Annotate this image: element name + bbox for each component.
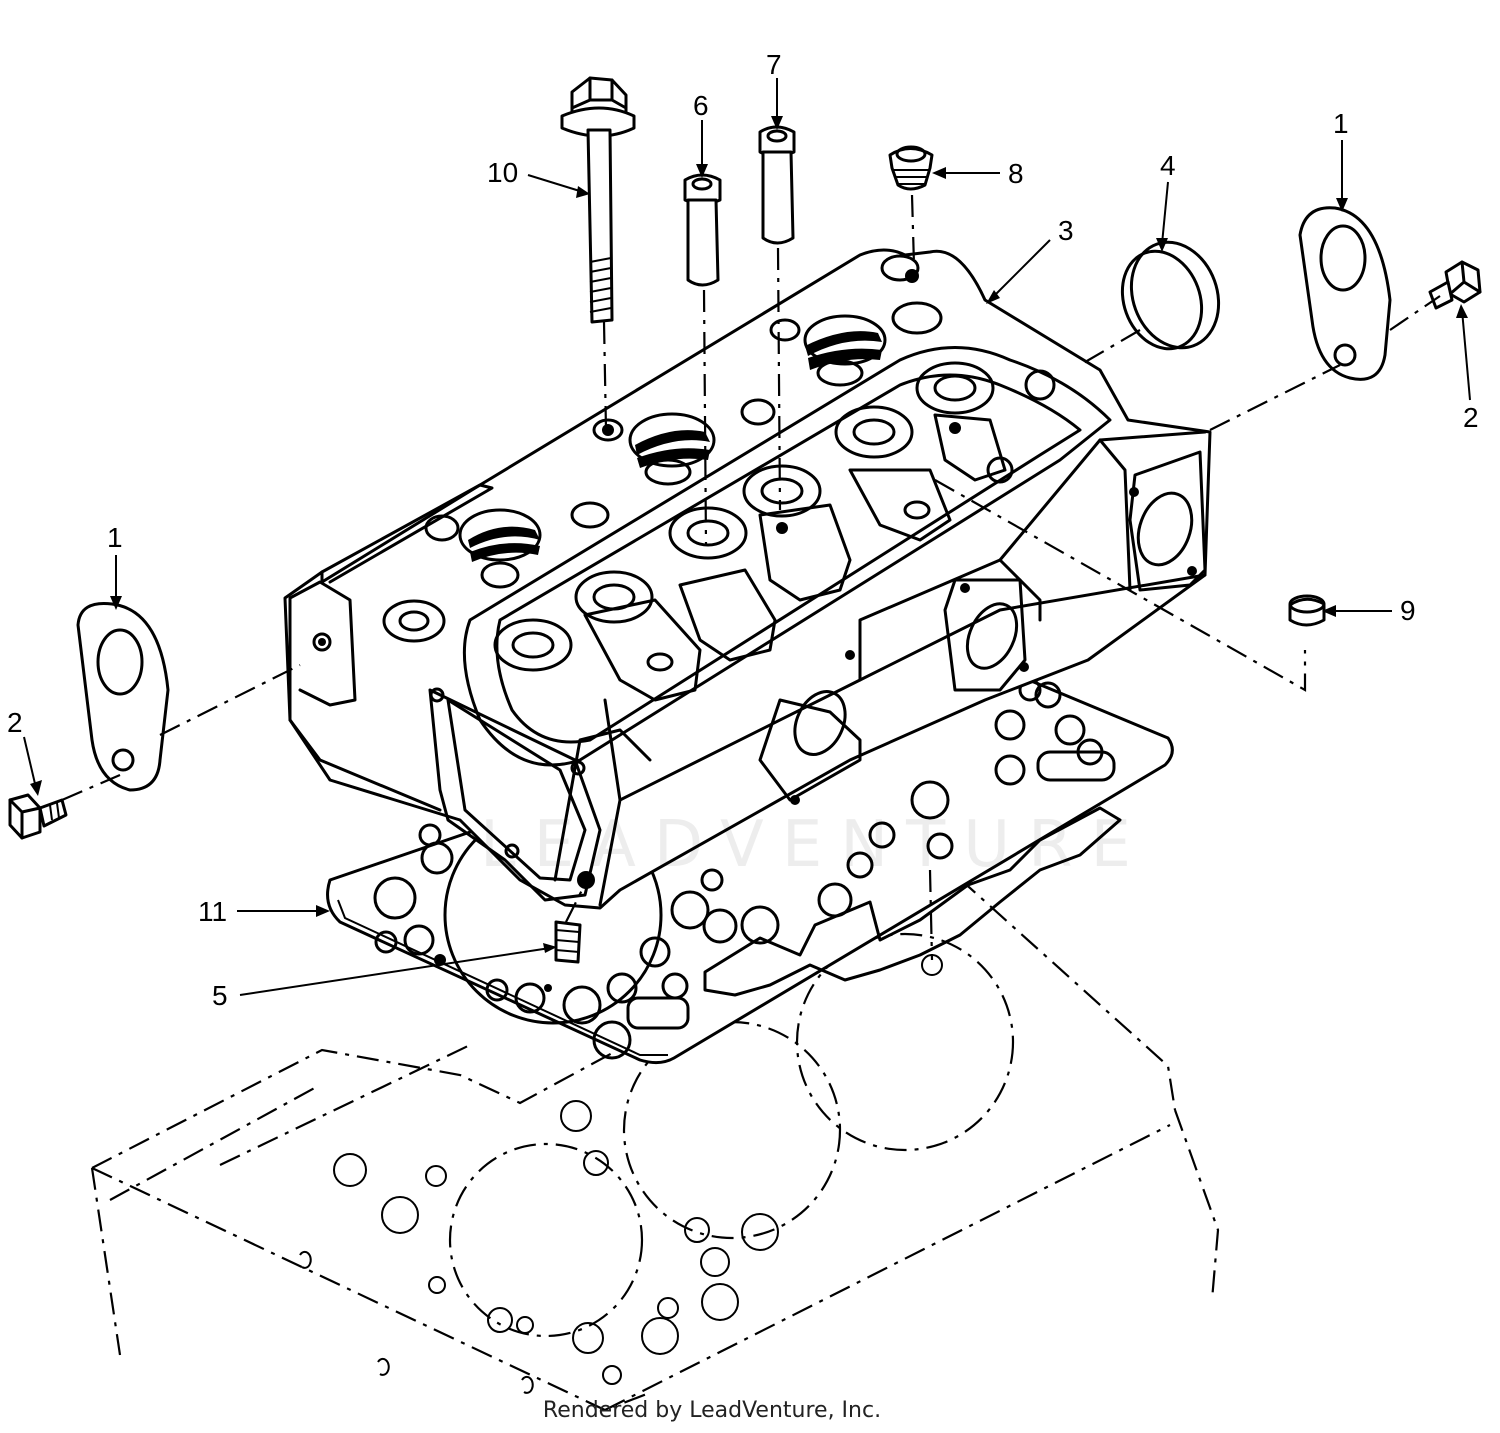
threaded-ports xyxy=(468,331,882,562)
valve-seats xyxy=(493,361,995,672)
callout-1-right: 1 xyxy=(1333,108,1349,139)
callout-2-left: 2 xyxy=(7,707,23,738)
lifting-bracket-right xyxy=(1298,206,1392,381)
cap-nut xyxy=(1288,594,1326,627)
callout-3: 3 xyxy=(1058,215,1074,246)
valve-guide-6 xyxy=(683,173,722,546)
head-gasket xyxy=(326,657,1174,1065)
assembly-center-lines xyxy=(61,295,1441,976)
lifting-bracket-left xyxy=(76,601,170,792)
hex-bolt-left xyxy=(8,793,68,840)
footer-credit: Rendered by LeadVenture, Inc. xyxy=(542,1398,882,1423)
valve-guide-7 xyxy=(758,125,796,511)
callout-labels: 1 2 1 2 3 4 5 6 7 8 9 10 11 xyxy=(7,49,1479,1011)
callout-1-left: 1 xyxy=(107,522,123,553)
callout-8: 8 xyxy=(1008,158,1024,189)
callout-6: 6 xyxy=(693,90,709,121)
threaded-plug xyxy=(888,145,934,266)
callout-9: 9 xyxy=(1400,595,1416,626)
cylinder-head xyxy=(283,248,1212,910)
hex-bolt-right xyxy=(1428,260,1482,310)
core-plug xyxy=(1079,240,1221,366)
callout-7: 7 xyxy=(766,49,782,80)
watermark-logo: LEADVENTURE xyxy=(480,808,1149,882)
callout-11: 11 xyxy=(198,896,227,927)
leader-lines xyxy=(23,78,1471,996)
callout-4: 4 xyxy=(1160,150,1176,181)
callout-2-right: 2 xyxy=(1463,402,1479,433)
callout-5: 5 xyxy=(212,980,228,1011)
callout-10: 10 xyxy=(487,157,518,188)
head-bolt xyxy=(560,76,636,431)
engine-block xyxy=(90,868,1220,1412)
